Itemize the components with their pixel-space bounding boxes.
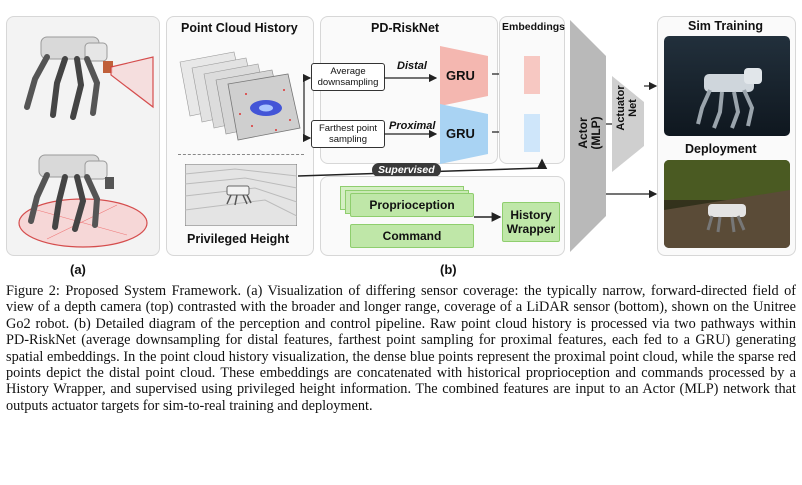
actuator-net-label: Actuator Net	[615, 85, 639, 131]
point-cloud-history-title: Point Cloud History	[181, 21, 298, 35]
history-arrow	[474, 212, 502, 222]
embedding-proximal	[524, 114, 540, 152]
gru-bottom-label: GRU	[446, 126, 475, 141]
point-cloud-history-stack	[179, 51, 301, 141]
privileged-height-map	[185, 164, 297, 226]
privileged-height-title: Privileged Height	[187, 232, 290, 246]
panel-a	[6, 16, 160, 256]
average-downsampling-box: Average downsampling	[311, 63, 385, 91]
distal-label: Distal	[397, 60, 427, 72]
supervised-badge: Supervised	[372, 163, 441, 177]
command-box: Command	[350, 224, 474, 248]
deployment-title: Deployment	[685, 142, 757, 156]
history-wrapper-box: History Wrapper	[502, 202, 560, 242]
gru-top-label: GRU	[446, 68, 475, 83]
proprioception-box: Proprioception	[350, 193, 474, 217]
separator-dotted	[178, 154, 304, 155]
figure-caption: Figure 2: Proposed System Framework. (a)…	[6, 283, 796, 414]
sim-training-image	[664, 36, 790, 136]
robot-lidar-illustration	[18, 154, 148, 248]
panel-a-label: (a)	[70, 262, 86, 277]
actor-actuator-shapes	[570, 20, 658, 252]
actor-label: Actor (MLP)	[576, 116, 603, 150]
panel-b-label: (b)	[440, 262, 457, 277]
gru-trapezoids	[440, 46, 488, 164]
robot-depth-camera-illustration	[24, 36, 154, 120]
proximal-label: Proximal	[389, 120, 436, 132]
embedding-distal	[524, 56, 540, 94]
embeddings-title: Embeddings	[502, 21, 566, 33]
sim-training-title: Sim Training	[688, 19, 764, 33]
pd-risknet-title: PD-RiskNet	[371, 21, 440, 35]
deployment-image	[664, 160, 790, 248]
farthest-point-sampling-box: Farthest point sampling	[311, 120, 385, 148]
